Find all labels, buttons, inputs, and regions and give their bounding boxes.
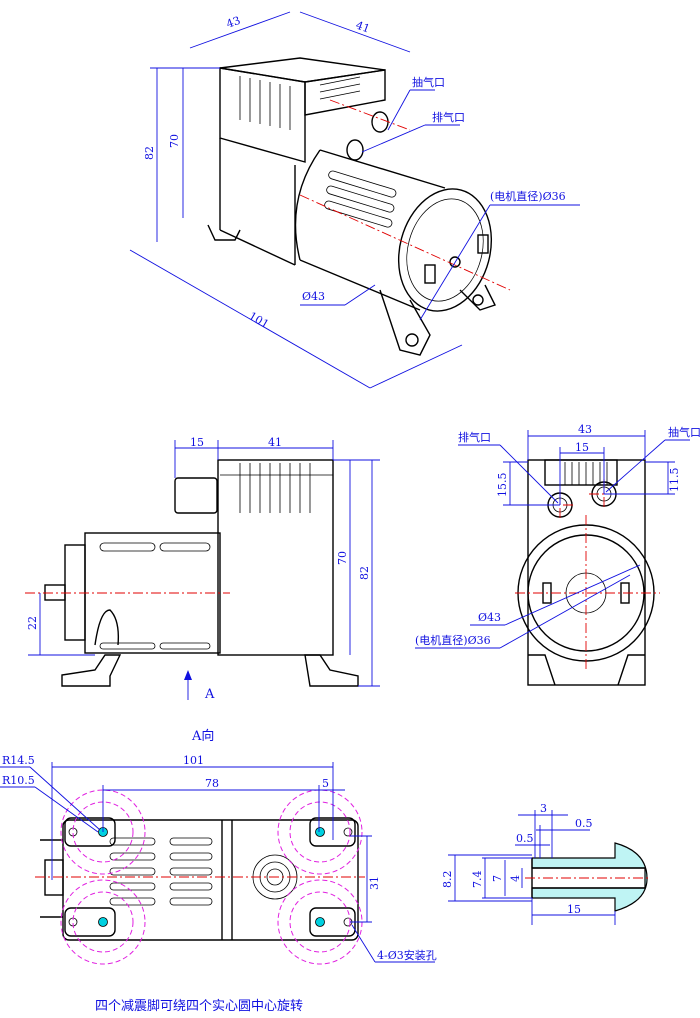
iso-body-dia-label: Ø43 [302, 290, 325, 303]
nozzle-7-label: 7 [491, 875, 504, 882]
iso-length-label: 101 [247, 309, 272, 331]
front-outlet-height-label: 15.5 [496, 473, 509, 498]
mounting-feet [64, 817, 356, 937]
side-height-total-label: 82 [358, 566, 371, 580]
radius-inner-label: R10.5 [2, 774, 35, 787]
nozzle-3-label: 3 [540, 802, 547, 815]
view-arrow-label: A [204, 687, 215, 702]
side-height-pump-label: 70 [336, 551, 349, 565]
iso-inlet-label: 抽气口 [412, 75, 445, 89]
front-inlet-height-label: 11.5 [668, 468, 681, 493]
nozzle-section: 3 0.5 0.5 8.2 7.4 7 4 15 [441, 802, 650, 925]
front-port-spacing-label: 15 [575, 441, 589, 454]
front-motor-dia-label: (电机直径)Ø36 [415, 633, 491, 647]
nozzle-0-5-right-label: 0.5 [575, 817, 593, 830]
iso-outlet-label: 排气口 [432, 110, 465, 124]
isometric-view: 43 41 82 70 101 抽气口 排气口 (电机直径)Ø36 Ø43 [129, 11, 580, 389]
side-view: 15 41 70 82 22 A A向 [25, 436, 380, 744]
mounting-holes-label: 4-Ø3安装孔 [377, 948, 437, 962]
front-width-label: 43 [578, 423, 592, 436]
nozzle-0-5-left-label: 0.5 [516, 832, 534, 845]
hole-width-label: 31 [368, 876, 381, 890]
side-port-len-label: 15 [190, 436, 204, 449]
offset-label: 5 [322, 777, 329, 790]
nozzle-id-label: 4 [509, 875, 522, 882]
front-outlet-label: 排气口 [458, 430, 491, 444]
iso-depth-label: 41 [354, 19, 372, 36]
side-pump-len-label: 41 [268, 436, 282, 449]
bottom-length-label: 101 [183, 754, 204, 767]
iso-motor-dia-label: (电机直径)Ø36 [490, 189, 566, 203]
side-axis-height-label: 22 [26, 616, 39, 630]
iso-width-label: 43 [225, 14, 243, 31]
note-text: 四个减震脚可绕四个实心圆中心旋转 [95, 998, 303, 1014]
nozzle-length-label: 15 [567, 903, 581, 916]
front-inlet-label: 抽气口 [668, 425, 700, 439]
front-body-dia-label: Ø43 [478, 611, 501, 624]
nozzle-7-4-label: 7.4 [471, 871, 484, 889]
radius-outer-label: R14.5 [2, 754, 35, 767]
bottom-view: R14.5 R10.5 101 78 5 31 4-Ø3安装孔 [0, 754, 437, 965]
nozzle-od-label: 8.2 [441, 871, 454, 889]
iso-height-total-label: 82 [143, 146, 156, 160]
iso-height-pump-label: 70 [168, 134, 181, 148]
view-a-title: A向 [191, 728, 214, 744]
hole-spacing-label: 78 [205, 777, 219, 790]
front-view: 排气口 抽气口 43 15 15.5 11.5 Ø43 (电机直径)Ø36 [415, 423, 700, 686]
